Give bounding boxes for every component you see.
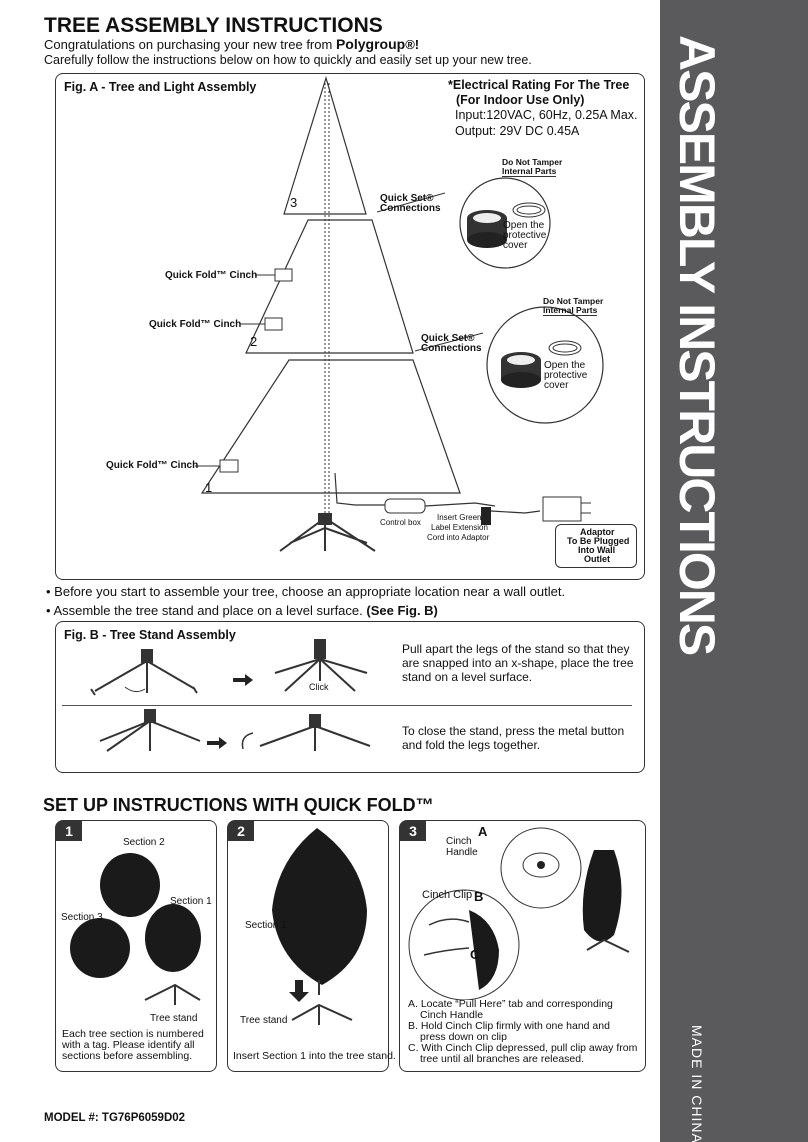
adaptor-2: To Be Plugged (567, 536, 630, 546)
click-label: Click (309, 682, 329, 692)
p1-section3: Section 3 (61, 912, 103, 923)
made-in-china: MADE IN CHINA (689, 1025, 705, 1142)
p1-section1: Section 1 (170, 896, 212, 907)
open-1b: protective (503, 230, 547, 241)
cinch-label-3: Quick Fold™ Cinch (106, 460, 199, 471)
bullet-stand: Assemble the tree stand and place on a l… (46, 601, 565, 620)
p3-letter-c: C (470, 947, 480, 962)
bullet-list: Before you start to assemble your tree, … (46, 582, 565, 620)
sidebar: ASSEMBLY INSTRUCTIONS MADE IN CHINA (660, 0, 808, 1142)
quick-set-1b: Connections (380, 203, 441, 214)
setup-title: SET UP INSTRUCTIONS WITH QUICK FOLD™ (43, 795, 434, 815)
tree-diagram (195, 75, 604, 552)
rating-title-2: (For Indoor Use Only) (456, 93, 585, 107)
bullet-stand-ref: (See Fig. B) (366, 603, 438, 618)
tamper-2a: Do Not Tamper (543, 296, 604, 306)
p1-text: Each tree section is numbered with a tag… (62, 1029, 204, 1062)
model-number: MODEL #: TG76P6059D02 (44, 1112, 186, 1124)
congrats-text: Congratulations on purchasing your new t… (44, 37, 333, 52)
p3-letter-a: A (478, 824, 488, 839)
step-number-2: 2 (228, 821, 254, 841)
sidebar-title-graphic: ASSEMBLY INSTRUCTIONS MADE IN CHINA (669, 35, 725, 1142)
panel2-graphic (272, 828, 367, 1025)
quick-set-1a: Quick Set® (380, 193, 434, 204)
p2-text: Insert Section 1 into the tree stand. (233, 1050, 396, 1062)
fig-b-panel (55, 621, 645, 773)
open-2a: Open the (544, 360, 586, 371)
p1-stand: Tree stand (150, 1013, 198, 1024)
tamper-1b: Internal Parts (502, 166, 557, 177)
step-number-3: 3 (400, 821, 426, 841)
p3-cinch-handle-1: Cinch (446, 836, 472, 847)
p3-la-2: Cinch Handle (420, 1009, 484, 1021)
p1-text-1: Each tree section is numbered (62, 1028, 204, 1040)
step-number-1: 1 (56, 821, 82, 841)
p1-text-3: sections before assembling. (62, 1050, 193, 1062)
p3-lb-2: press down on clip (420, 1031, 507, 1043)
fig-b-step1-line3: stand on a level surface. (402, 670, 533, 684)
cinch-label-2: Quick Fold™ Cinch (149, 319, 242, 330)
p3-instructions: A. Locate “Pull Here” tab and correspond… (408, 999, 637, 1065)
p3-lc-2: tree until all branches are released. (420, 1053, 585, 1065)
section-tag-3: 3 (290, 195, 298, 210)
quick-set-2a: Quick Set® (421, 333, 475, 344)
rating-output: Output: 29V DC 0.45A (455, 124, 580, 138)
control-box-label: Control box (380, 518, 421, 527)
adaptor-4: Outlet (584, 554, 610, 564)
stand-diagrams (90, 639, 371, 752)
p3-lc-1: C. With Cinch Clip depressed, pull clip … (408, 1042, 638, 1054)
bullet-stand-text: Assemble the tree stand and place on a l… (53, 603, 363, 618)
quick-set-2b: Connections (421, 343, 482, 354)
fig-b-divider (62, 705, 632, 706)
section-tag-1: 1 (205, 480, 213, 495)
p3-la-1: A. Locate “Pull Here” tab and correspond… (408, 998, 613, 1010)
open-1a: Open the (503, 220, 545, 231)
p2-section1: Section 1 (245, 920, 287, 931)
cinch-label-1: Quick Fold™ Cinch (165, 270, 258, 281)
subtitle: Carefully follow the instructions below … (44, 53, 532, 67)
panel1-graphic (70, 853, 201, 1005)
fig-b-step1-line2: are snapped into an x-shape, place the t… (402, 656, 634, 670)
insert-label-3: Cord into Adaptor (427, 533, 490, 542)
fig-b-step2-line2: and fold the legs together. (402, 738, 541, 752)
brand-name: Polygroup (335, 36, 406, 52)
rating-title-1: *Electrical Rating For The Tree (448, 78, 630, 92)
open-1c: cover (503, 240, 528, 251)
adaptor-callout (555, 524, 637, 568)
fig-b-step1: Pull apart the legs of the stand so that… (402, 642, 634, 684)
p1-text-2: with a tag. Please identify all (62, 1039, 195, 1051)
fig-b-step1-line1: Pull apart the legs of the stand so that… (402, 642, 630, 656)
tamper-2b: Internal Parts (543, 305, 598, 316)
section-tag-2: 2 (250, 334, 258, 349)
sidebar-title: ASSEMBLY INSTRUCTIONS (669, 35, 725, 655)
page-title: TREE ASSEMBLY INSTRUCTIONS (44, 14, 383, 37)
fig-a-title: Fig. A - Tree and Light Assembly (64, 80, 257, 94)
p2-stand: Tree stand (240, 1015, 288, 1026)
p3-cinch-clip: Cinch Clip (422, 889, 473, 901)
p3-cinch-handle-2: Handle (446, 847, 478, 858)
p3-letter-b: B (474, 889, 484, 904)
insert-label-1: Insert Green (437, 513, 482, 522)
panel3-graphic (408, 827, 630, 1000)
adaptor-3: Into Wall (578, 545, 616, 555)
rating-input: Input:120VAC, 60Hz, 0.25A Max. (455, 108, 638, 122)
insert-label-2: Label Extension (431, 523, 488, 532)
fig-b-step2-line1: To close the stand, press the metal butt… (402, 724, 625, 738)
adaptor-1: Adaptor (580, 527, 615, 537)
fig-b-step2: To close the stand, press the metal butt… (402, 724, 624, 752)
open-2b: protective (544, 370, 588, 381)
open-2c: cover (544, 380, 569, 391)
fig-b-title: Fig. B - Tree Stand Assembly (64, 628, 236, 642)
bullet-location: Before you start to assemble your tree, … (46, 582, 565, 601)
p1-section2: Section 2 (123, 837, 165, 848)
p3-lb-1: B. Hold Cinch Clip firmly with one hand … (408, 1020, 610, 1032)
tamper-1a: Do Not Tamper (502, 157, 563, 167)
brand-suffix: ®! (405, 37, 420, 52)
congrats-line: Congratulations on purchasing your new t… (44, 36, 419, 52)
